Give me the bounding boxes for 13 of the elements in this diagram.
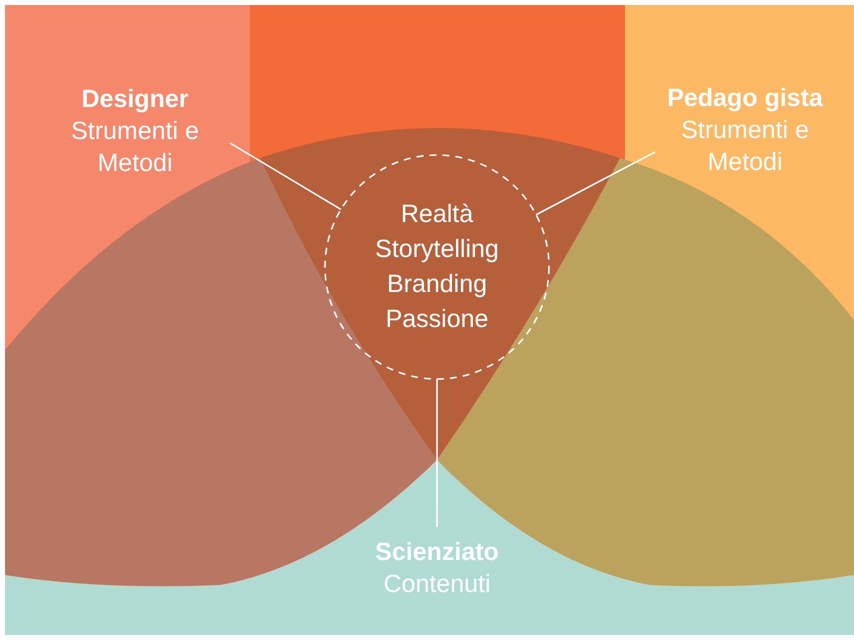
leader-line [436, 379, 438, 527]
theme-text: Passione [386, 304, 488, 335]
role-description: Strumenti e Metodi [70, 116, 200, 178]
theme-text: Branding [386, 269, 488, 300]
role-description: Contenuti [383, 569, 491, 600]
leader-line [536, 151, 656, 216]
role-heading: Pedago gista [667, 82, 823, 114]
leader-line [230, 142, 342, 210]
role-description: Strumenti e Metodi [680, 114, 810, 178]
theme-text: Storytelling [375, 234, 499, 265]
role-heading: Designer [82, 84, 188, 114]
theme-text: Realtà [400, 199, 474, 230]
role-heading: Scienziato [375, 537, 499, 568]
